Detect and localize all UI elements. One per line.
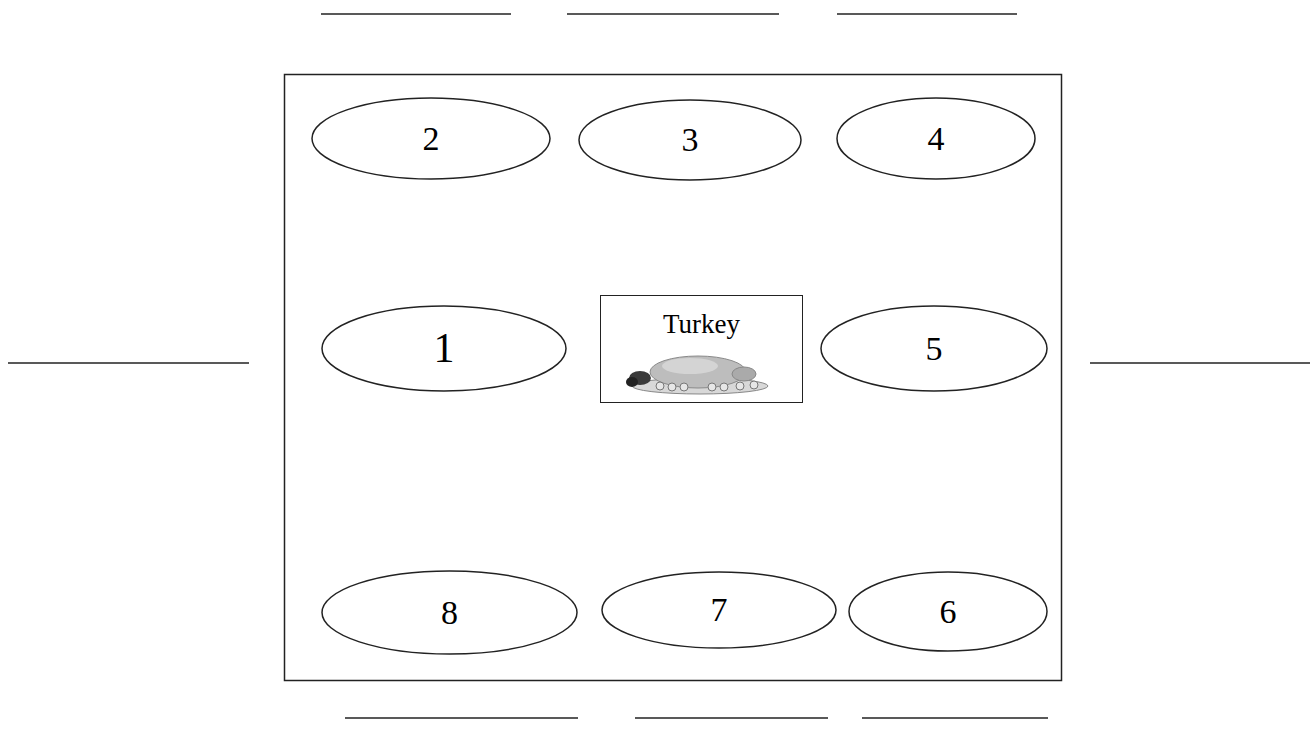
table-outline xyxy=(285,75,1062,681)
seat-oval: 5 xyxy=(820,305,1048,392)
seat-oval: 4 xyxy=(836,97,1036,180)
name-blank xyxy=(635,717,828,719)
name-blank xyxy=(345,717,578,719)
seat-number: 8 xyxy=(441,594,458,631)
name-blank xyxy=(862,717,1048,719)
seat-oval: 2 xyxy=(311,97,551,180)
name-blank xyxy=(8,362,249,364)
seat-oval: 7 xyxy=(601,571,837,649)
name-blank xyxy=(321,13,511,15)
dish-label: Turkey xyxy=(663,310,740,340)
seat-oval: 6 xyxy=(848,571,1048,652)
seat-number: 3 xyxy=(682,121,699,158)
seat-number: 7 xyxy=(711,591,728,628)
seat-oval: 3 xyxy=(578,99,802,181)
dish-box: Turkey xyxy=(600,295,803,403)
seat-number: 4 xyxy=(928,120,945,157)
name-blank xyxy=(1090,362,1310,364)
seat-oval: 8 xyxy=(321,570,578,655)
name-blank xyxy=(567,13,779,15)
name-blank xyxy=(837,13,1017,15)
seat-number: 1 xyxy=(434,325,455,371)
turkey-illustration xyxy=(626,356,768,394)
seat-number: 6 xyxy=(940,593,957,630)
seat-number: 5 xyxy=(926,330,943,367)
seat-number: 2 xyxy=(423,120,440,157)
seat-oval: 1 xyxy=(321,305,567,392)
